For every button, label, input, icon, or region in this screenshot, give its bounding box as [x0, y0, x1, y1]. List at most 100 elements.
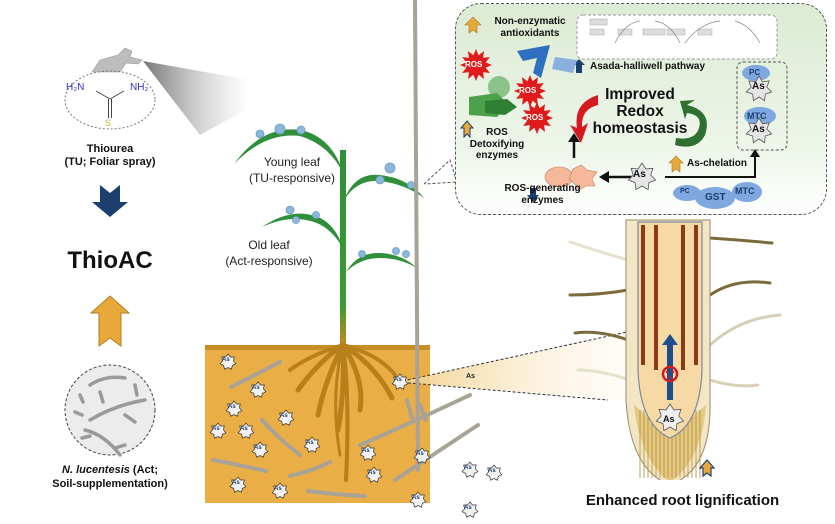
- old-leaf-left: [262, 213, 344, 250]
- bacteria-circle: [64, 364, 156, 457]
- non-enzymatic-label-line2: antioxidants: [500, 27, 560, 39]
- lignification-up-arrow-icon: [698, 459, 716, 478]
- root-cross-section: [568, 219, 782, 480]
- amine-group-right: NH₂: [130, 82, 149, 93]
- actinobacteria-filaments: [73, 375, 147, 457]
- antioxidant-enzyme-shape: [517, 45, 550, 78]
- bacteria-label-suffix: (Act;: [129, 464, 158, 476]
- spray-mist: [143, 61, 250, 135]
- soil-arsenic-particle: As: [225, 400, 243, 418]
- soil-arsenic-particle: As: [271, 482, 289, 500]
- green-curved-arrow-icon: [675, 100, 707, 147]
- young-leaf-label: Young leaf (TU-responsive): [237, 155, 347, 186]
- soil-arsenic-label: As: [464, 465, 472, 471]
- soil-arsenic-label: As: [280, 413, 288, 419]
- leaf-to-inset-pointer: [423, 159, 458, 185]
- soil-arsenic-label: As: [488, 468, 496, 474]
- old-leaf-label-line2: (Act-responsive): [225, 253, 313, 268]
- ros-generating-enzyme-2: [568, 164, 598, 191]
- root-hairs: [568, 236, 782, 388]
- ros-burst-icon: [521, 102, 553, 134]
- arsenic-star-icon: [249, 381, 267, 398]
- arsenic-star-icon: [303, 436, 321, 453]
- soil-arsenic-label: As: [252, 385, 260, 391]
- plant-roots: [288, 342, 397, 482]
- asada-pathway-enzymes: [589, 18, 713, 36]
- thiourea-molecule: [64, 70, 156, 130]
- improved-redox-line1: Improved: [605, 86, 675, 103]
- non-enzymatic-up-arrow-icon: [464, 16, 482, 34]
- arsenic-star-icon: [271, 482, 289, 499]
- amine-group-left: H₂N: [66, 82, 85, 93]
- thiourea-subtitle: (TU; Foliar spray): [64, 156, 156, 168]
- root-lignification-caption: Enhanced root lignification: [585, 492, 780, 509]
- arsenic-pc-complex-star: [745, 75, 773, 102]
- soil-arsenic-label: As: [228, 404, 236, 410]
- as-center-label: As: [633, 169, 646, 180]
- chelation-complex-box: [736, 61, 788, 151]
- ros-detox-line1: ROS: [486, 127, 508, 138]
- soil-arsenic-particle: As: [229, 476, 247, 494]
- improved-redox-line3: homeostasis: [592, 120, 688, 138]
- ros-burst-icon: [460, 49, 492, 81]
- soil-arsenic-particle: As: [409, 491, 427, 509]
- as-to-enzyme-arrow-icon: [599, 171, 609, 183]
- ros-burst-icon: [514, 75, 546, 107]
- ros-generating-down-arrow-icon: [527, 188, 539, 202]
- bacteria-species-name: N. lucentesis: [62, 464, 130, 476]
- arsenic-root-star: [655, 403, 685, 432]
- thiourea-panel: H₂N NH₂ S: [0, 0, 250, 200]
- pc-complex-label: PC: [749, 68, 761, 77]
- arsenic-star-icon: [461, 461, 479, 478]
- young-leaf-upper-left: [234, 129, 344, 175]
- arsenic-star-icon: [219, 353, 237, 370]
- thiourea-title: Thiourea: [86, 143, 134, 155]
- arsenic-star-icon: [359, 444, 377, 461]
- soil-arsenic-label: As: [274, 486, 282, 492]
- soil-arsenic-particle: As: [413, 447, 431, 465]
- soil-arsenic-particle: As: [219, 353, 237, 371]
- ros-generation-up-arrow-icon: [568, 133, 580, 142]
- ros-generating-label: ROS-generating enzymes: [495, 183, 590, 206]
- as-pc-label: As: [752, 81, 765, 92]
- non-enzymatic-label: Non-enzymatic antioxidants: [482, 16, 578, 39]
- soil-arsenic-label: As: [464, 505, 472, 511]
- soil-arsenic-label: As: [232, 480, 240, 486]
- soil-arsenic-particle: As: [461, 501, 479, 519]
- spray-bottle-illustration: [91, 47, 250, 135]
- soil-arsenic-particle: As: [303, 436, 321, 454]
- up-arrow-gold-icon: [89, 295, 131, 347]
- ros-burst-label: ROS: [526, 113, 544, 122]
- zoom-beam-as-label: As: [466, 373, 475, 380]
- antioxidant-enzyme-shape-2: [552, 57, 577, 73]
- ros-detox-up-arrow-icon: [459, 120, 475, 139]
- ros-detox-line3: enzymes: [475, 150, 519, 161]
- ros-generating-line2: enzymes: [521, 194, 564, 206]
- mtc-complex-label: MTC: [747, 111, 767, 121]
- as-chelation-up-arrow-icon: [668, 155, 684, 173]
- arsenic-star-icon: [461, 501, 479, 518]
- ros-bursts: [460, 49, 553, 134]
- inset-graphics: [459, 14, 788, 209]
- improved-redox-label: Improved Redox homeostasis: [580, 86, 700, 137]
- arsenic-star-icon: [277, 409, 295, 426]
- lignified-xylem-bands: [641, 225, 698, 370]
- arsenic-star-icon: [413, 447, 431, 464]
- arsenic-star-icon: [229, 476, 247, 493]
- young-leaf-upper-right: [344, 174, 424, 200]
- soil-actinobacteria: [211, 0, 480, 498]
- soil-arsenic-particle: As: [251, 441, 269, 459]
- soil-arsenic-particle: As: [249, 381, 267, 399]
- young-leaf-label-line1: Young leaf: [263, 155, 321, 169]
- down-arrow-navy-icon: [92, 185, 128, 217]
- old-leaf-label-line1: Old leaf: [248, 238, 290, 252]
- sulfur-atom: S: [105, 118, 112, 128]
- soil-arsenic-particle: As: [365, 466, 383, 484]
- as-mtc-label: As: [752, 124, 765, 135]
- soil-arsenic-label: As: [222, 357, 230, 363]
- arsenic-star-icon: [409, 491, 427, 508]
- ros-burst-label: ROS: [519, 86, 537, 95]
- soil-arsenic-particle: As: [391, 373, 409, 391]
- as-chelation-label: As-chelation: [687, 158, 748, 169]
